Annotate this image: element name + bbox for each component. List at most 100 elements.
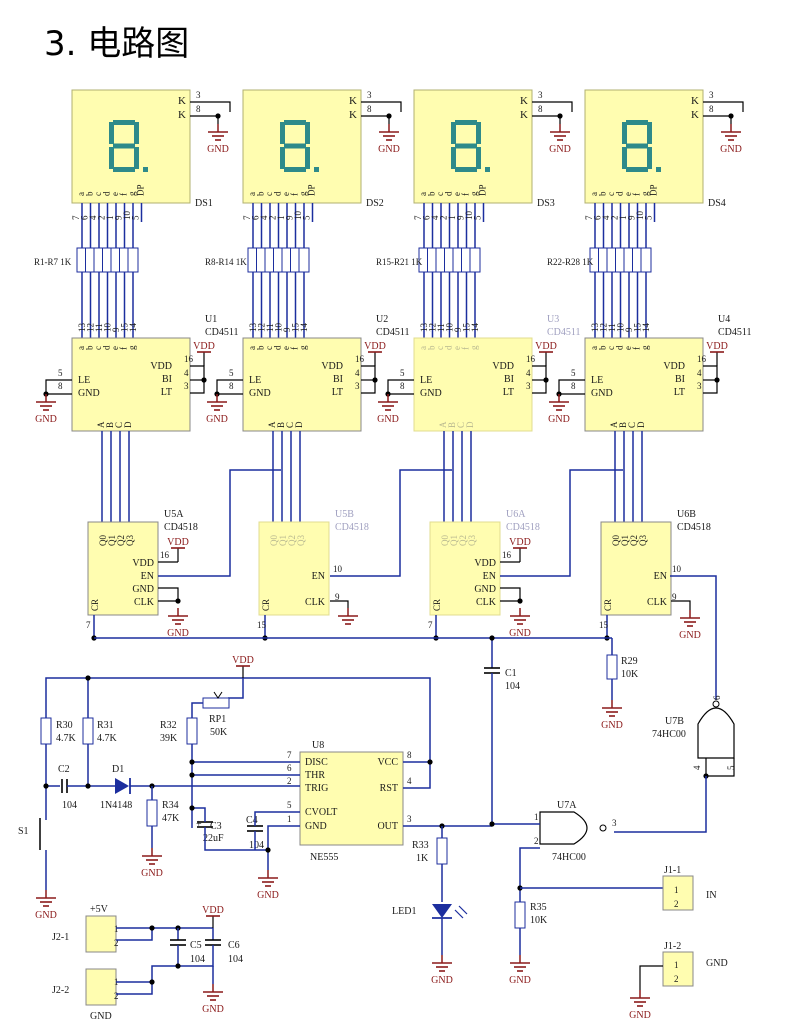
ds3-dec-pin-6: 14 xyxy=(470,323,480,333)
u5b-clk: CLK xyxy=(305,597,326,608)
u2-vdd-pin: 16 xyxy=(355,354,365,364)
cap-gnd-tie xyxy=(177,945,214,967)
ds4-pin-num-5: 9 xyxy=(627,215,637,220)
ds2-digit-seg-v0 xyxy=(280,122,285,144)
ds4-gnd-label: GND xyxy=(720,144,742,155)
u1-gnd-pin: 8 xyxy=(58,381,63,391)
c5-value: 104 xyxy=(190,954,205,965)
r31-body xyxy=(82,717,94,745)
ds3-pin-num-1: 6 xyxy=(422,215,432,220)
ds2-k2-pin: 8 xyxy=(367,104,372,114)
ds2-pin-num-4: 1 xyxy=(276,216,286,221)
ds3-dec-pin-4: 9 xyxy=(453,327,463,332)
u5a-clk: CLK xyxy=(134,597,155,608)
u6b-clk: CLK xyxy=(647,597,668,608)
ds4-k1-pin: 3 xyxy=(709,90,714,100)
u4-in-A: A xyxy=(609,421,619,428)
ds2-seg-label-f: f xyxy=(290,193,300,196)
u2-bi-dot xyxy=(372,377,378,383)
ds1-digit-seg-h0 xyxy=(113,120,135,125)
ds2-seg-label-d: d xyxy=(273,191,283,196)
r31-ref: R31 xyxy=(97,720,114,731)
u6a-gnd-sym-label: GND xyxy=(509,628,531,639)
u2-out-a: a xyxy=(247,346,257,350)
ds3-k2-wire xyxy=(532,115,561,124)
ds3-dec-pin-2: 11 xyxy=(436,323,446,332)
ds2-seg-label-b: b xyxy=(256,191,266,196)
u5a-part: CD4518 xyxy=(164,522,198,533)
u7b-in-tie xyxy=(705,758,735,777)
u5b-en: EN xyxy=(312,571,325,582)
ds1-digit-seg-h2 xyxy=(113,167,135,172)
u3-in-C: C xyxy=(456,422,466,428)
ds2-dec-pin-6: 14 xyxy=(299,323,309,333)
j1-2-body xyxy=(662,951,694,987)
r29-body xyxy=(606,654,618,680)
c3-top-dot xyxy=(189,805,195,811)
u1-in-D: D xyxy=(123,421,133,428)
u6a-vdd: VDD xyxy=(474,558,496,569)
u5a-cr-pin: 7 xyxy=(86,620,91,630)
ds3-dec-pin-5: 15 xyxy=(462,323,472,333)
u2-lt-pin: 3 xyxy=(355,381,360,391)
u5b-clk-gnd-wire xyxy=(330,600,349,608)
ds3-digit-seg-v0 xyxy=(451,122,456,144)
u5a-vdd: VDD xyxy=(132,558,154,569)
c1-ref: C1 xyxy=(505,668,517,679)
vcc-rail xyxy=(45,677,431,763)
u6a-out-Q3: Q3 xyxy=(467,535,477,546)
ds2-dec-pin-3: 10 xyxy=(274,323,284,333)
j2-2-ref: J2-2 xyxy=(52,985,69,996)
u5b-en-pin: 10 xyxy=(333,564,343,574)
ds3-pin-num-0: 7 xyxy=(413,215,423,220)
u5a-out-Q2: Q2 xyxy=(116,535,126,546)
u1-out-g: g xyxy=(127,345,137,350)
j2-2-tie xyxy=(116,981,153,995)
u7b-pin5: 5 xyxy=(726,765,736,770)
ds1-pin-num-7: 5 xyxy=(131,215,141,220)
u1-out-d: d xyxy=(102,345,112,350)
ds2-seg-label-g: g xyxy=(298,191,308,196)
ds4-digit-seg-h1 xyxy=(626,143,648,149)
u6a-vdd-sym-label: VDD xyxy=(509,537,531,548)
u6b-body xyxy=(600,521,672,616)
rp1-value: 50K xyxy=(210,727,228,738)
ds1-seg-label-f: f xyxy=(119,193,129,196)
ds4-pin-num-3: 2 xyxy=(610,216,620,221)
ds1-seg-label-e: e xyxy=(110,192,120,196)
u5b-out-Q0: Q0 xyxy=(269,535,279,546)
ds3-digit-seg-v2 xyxy=(451,147,456,169)
ds1-dec-pin-4: 9 xyxy=(111,327,121,332)
u5a-gnd-dot xyxy=(175,598,181,604)
u8-body xyxy=(299,751,404,846)
u3-gnd-pin: 8 xyxy=(400,381,405,391)
u4-gnd-sym-label: GND xyxy=(548,414,570,425)
u8-gnd-wire xyxy=(267,825,300,870)
rp1-body xyxy=(202,697,230,709)
ds4-pin-num-1: 6 xyxy=(593,215,603,220)
ds3-rarray-label: R15-R21 1K xyxy=(376,257,423,267)
ds2-digit-seg-dp xyxy=(314,167,319,172)
ds1-k1-pin: 3 xyxy=(196,90,201,100)
u4-bi: BI xyxy=(675,374,685,385)
u4-bi-dot xyxy=(714,377,720,383)
u2-bi: BI xyxy=(333,374,343,385)
u3-lt: LT xyxy=(503,387,514,398)
d1-value: 1N4148 xyxy=(100,800,132,811)
u1-in-A: A xyxy=(96,421,106,428)
j1-2-label: GND xyxy=(706,958,728,969)
ds4-pin-num-4: 1 xyxy=(618,216,628,221)
u1-bi-dot xyxy=(201,377,207,383)
ds2-digit-seg-h2 xyxy=(284,167,306,172)
u1-lt: LT xyxy=(161,387,172,398)
u8-pin2: 2 xyxy=(287,776,292,786)
r30-value: 4.7K xyxy=(56,733,77,744)
u1-bi: BI xyxy=(162,374,172,385)
ds1-seg-label-g: g xyxy=(127,191,137,196)
u3-out-a: a xyxy=(418,346,428,350)
u5a-gnd-wire xyxy=(158,587,179,602)
u4-out-b: b xyxy=(598,345,608,350)
r35-gnd-label: GND xyxy=(509,975,531,986)
ds2-k-wire xyxy=(361,101,402,112)
j1-1-body xyxy=(662,875,694,911)
